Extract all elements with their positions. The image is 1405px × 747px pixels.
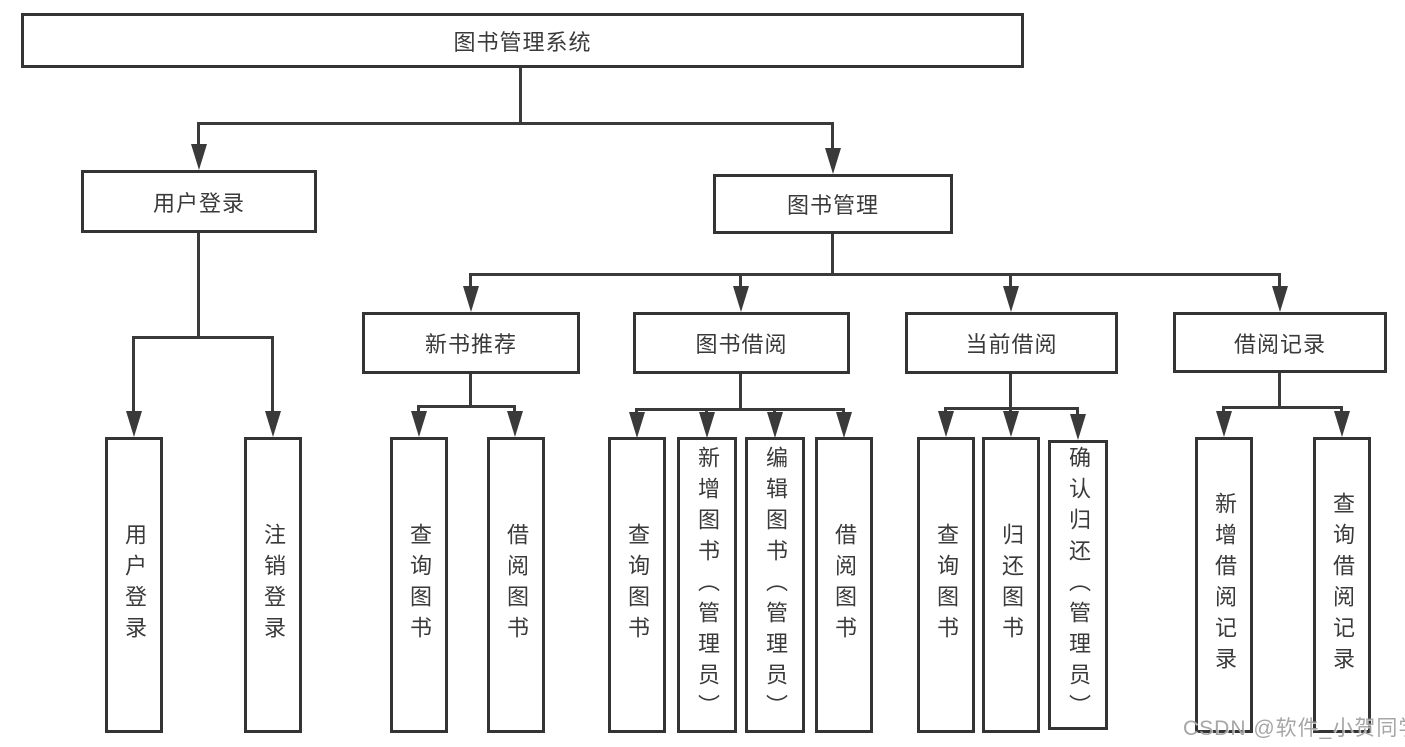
connector-vline: [1076, 407, 1079, 417]
leaf-add-borrow-record: 新增借阅记录: [1195, 437, 1253, 733]
leaf-borrow-books-recommend: 借阅图书: [487, 437, 545, 733]
connector-hline: [469, 273, 1281, 276]
arrow-down-icon: [733, 286, 749, 312]
connector-vline: [197, 122, 200, 150]
connector-vline: [739, 374, 742, 410]
arrow-down-icon: [1334, 411, 1350, 437]
leaf-query-books-current: 查询图书: [917, 437, 975, 733]
arrow-down-icon: [463, 286, 479, 312]
arrow-down-icon: [507, 411, 523, 437]
leaf-query-books-borrowing: 查询图书: [608, 437, 666, 733]
connector-hline: [132, 336, 274, 339]
arrow-down-icon: [1272, 286, 1288, 312]
node-borrowing-records: 借阅记录: [1173, 312, 1387, 373]
connector-vline: [469, 273, 472, 289]
connector-hline: [417, 405, 516, 408]
leaf-edit-book-admin: 编辑图书（管理员）: [745, 437, 805, 733]
connector-vline: [513, 405, 516, 415]
leaf-label: 归还图书: [999, 523, 1024, 647]
leaf-logout: 注销登录: [244, 437, 302, 733]
leaf-borrow-books-borrowing: 借阅图书: [815, 437, 873, 733]
leaf-label: 查询图书: [934, 523, 959, 647]
connector-hline: [197, 122, 834, 125]
connector-vline: [1278, 373, 1281, 408]
leaf-label: 新增借阅记录: [1212, 492, 1237, 678]
arrow-down-icon: [1003, 411, 1019, 437]
connector-vline: [519, 68, 522, 124]
connector-vline: [831, 122, 834, 152]
leaf-label: 注销登录: [261, 523, 286, 647]
arrow-down-icon: [699, 412, 715, 438]
connector-vline: [739, 273, 742, 289]
connector-vline: [1222, 406, 1225, 415]
arrow-down-icon: [629, 412, 645, 438]
leaf-label: 用户登录: [122, 523, 147, 647]
leaf-user-login: 用户登录: [105, 437, 163, 733]
arrow-down-icon: [938, 411, 954, 437]
arrow-down-icon: [825, 148, 841, 174]
leaf-confirm-return-admin: 确认归还（管理员）: [1048, 440, 1108, 730]
connector-hline: [635, 408, 845, 411]
arrow-down-icon: [411, 411, 427, 437]
arrow-down-icon: [126, 411, 142, 437]
arrow-down-icon: [265, 411, 281, 437]
leaf-query-borrow-record: 查询借阅记录: [1313, 437, 1371, 733]
leaf-label: 借阅图书: [832, 523, 857, 647]
leaf-label: 编辑图书（管理员）: [763, 445, 788, 725]
arrow-down-icon: [1216, 411, 1232, 437]
connector-hline: [1222, 406, 1343, 409]
leaf-label: 查询图书: [407, 523, 432, 647]
connector-vline: [132, 336, 135, 414]
node-book-management: 图书管理: [713, 174, 953, 234]
leaf-label: 查询借阅记录: [1330, 492, 1355, 678]
connector-vline: [417, 405, 420, 415]
leaf-add-book-admin: 新增图书（管理员）: [677, 437, 737, 733]
leaf-label: 新增图书（管理员）: [695, 445, 720, 725]
node-user-login: 用户登录: [81, 170, 317, 233]
node-book-borrowing: 图书借阅: [633, 312, 850, 374]
connector-vline: [1278, 273, 1281, 289]
arrow-down-icon: [191, 144, 207, 170]
connector-vline: [197, 233, 200, 338]
leaf-label: 借阅图书: [504, 523, 529, 647]
node-library-management-system: 图书管理系统: [21, 13, 1024, 68]
node-new-book-recommendation: 新书推荐: [362, 312, 580, 374]
node-current-borrowing: 当前借阅: [905, 312, 1118, 374]
connector-vline: [1009, 273, 1012, 289]
connector-vline: [1009, 374, 1012, 409]
connector-vline: [831, 234, 834, 275]
arrow-down-icon: [767, 412, 783, 438]
arrow-down-icon: [1070, 414, 1086, 440]
arrow-down-icon: [1003, 286, 1019, 312]
leaf-query-books-recommend: 查询图书: [390, 437, 448, 733]
connector-vline: [271, 336, 274, 414]
connector-vline: [1340, 406, 1343, 415]
leaf-label: 查询图书: [625, 523, 650, 647]
watermark: CSDN @软件_小贺同学: [1183, 717, 1405, 740]
arrow-down-icon: [836, 412, 852, 438]
leaf-label: 确认归还（管理员）: [1066, 445, 1091, 725]
connector-vline: [469, 374, 472, 407]
leaf-return-books: 归还图书: [982, 437, 1040, 733]
